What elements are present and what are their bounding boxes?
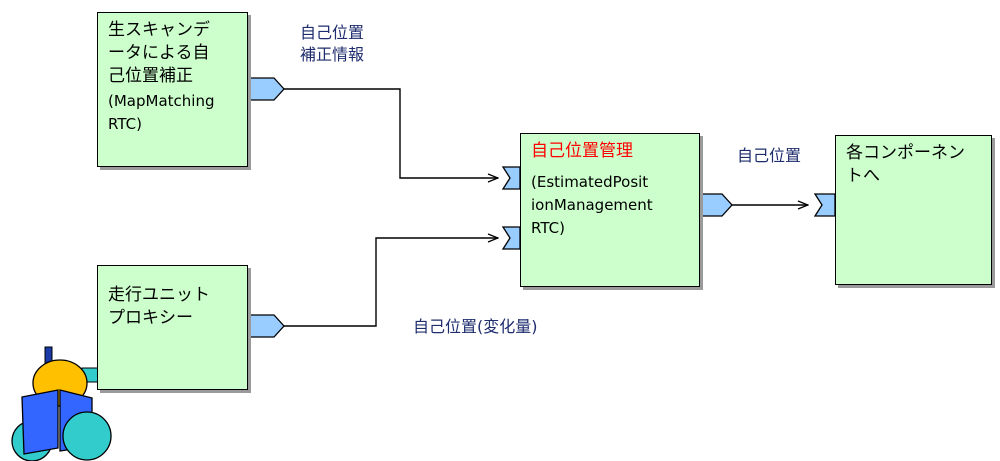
estimated-inport-delta[interactable] <box>501 226 521 250</box>
components-inport[interactable] <box>813 193 836 217</box>
drive-unit-proxy-box[interactable]: 走行ユニット プロキシー <box>97 265 248 390</box>
mapmatching-outport[interactable] <box>247 77 285 101</box>
estimated-subtitle: (EstimatedPosit ionManagement RTC) <box>531 173 653 237</box>
mapmatching-subtitle: (MapMatching RTC) <box>108 92 215 133</box>
components-title: 各コンポーネン トへ <box>846 143 965 186</box>
label-position: 自己位置 <box>737 146 802 165</box>
mapmatching-rtc-box[interactable]: 生スキャンデ ータによる自 己位置補正 (MapMatching RTC) <box>97 12 248 167</box>
label-delta: 自己位置(変化量) <box>413 317 538 336</box>
proxy-title: 走行ユニット プロキシー <box>108 285 210 328</box>
mapmatching-title: 生スキャンデ ータによる自 己位置補正 <box>108 20 210 86</box>
estimated-position-rtc-box[interactable]: 自己位置管理 (EstimatedPosit ionManagement RTC… <box>520 133 700 287</box>
estimated-inport-correction[interactable] <box>501 166 521 190</box>
connector-correction <box>283 88 498 178</box>
label-correction: 自己位置 補正情報 <box>300 23 365 64</box>
connector-delta <box>283 238 498 327</box>
estimated-outport[interactable] <box>699 193 733 217</box>
proxy-outport[interactable] <box>247 314 285 338</box>
estimated-title: 自己位置管理 <box>531 141 633 161</box>
components-box[interactable]: 各コンポーネン トへ <box>835 135 992 285</box>
